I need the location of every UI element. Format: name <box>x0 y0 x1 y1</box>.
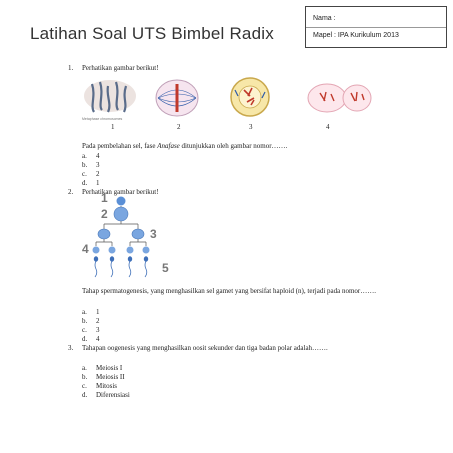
figure-2-label: 2 <box>177 123 181 131</box>
option-letter: c. <box>82 170 87 178</box>
figure-caption: Metaphase chromosomes <box>82 117 123 121</box>
option-text: Diferensiasi <box>96 391 130 399</box>
question-1-prompt: Perhatikan gambar berikut! <box>82 64 159 72</box>
secondary-spermatocyte-cells <box>97 228 145 240</box>
option-letter: a. <box>82 308 87 316</box>
option-text: Meiosis I <box>96 364 123 372</box>
spermatogenesis-figure <box>92 196 150 278</box>
spermatid-cells <box>92 246 150 254</box>
sperm-cells <box>93 256 149 278</box>
question-1-stem-text-end: ditunjukkan oleh gambar nomor……. <box>179 142 288 150</box>
option-text: 3 <box>96 161 100 169</box>
question-1-stem-italic: Anafase <box>157 142 180 150</box>
info-box-divider <box>306 27 446 28</box>
option-letter: b. <box>82 161 88 169</box>
telophase-cells-image <box>307 83 372 113</box>
option-letter: a. <box>82 364 87 372</box>
option-letter: d. <box>82 335 88 343</box>
option-letter: a. <box>82 152 87 160</box>
option-letter: c. <box>82 326 87 334</box>
option-text: 2 <box>96 317 100 325</box>
option-letter: b. <box>82 317 88 325</box>
question-2-prompt: Perhatikan gambar berikut! <box>82 188 159 196</box>
option-letter: d. <box>82 179 88 187</box>
cell-division-figure: Metaphase chromosomes <box>82 77 372 121</box>
option-text: 1 <box>96 308 100 316</box>
option-text: Meiosis II <box>96 373 125 381</box>
question-3-number: 3. <box>68 344 74 352</box>
option-text: Mitosis <box>96 382 118 390</box>
question-3-stem: Tahapan oogenesis yang menghasilkan oosi… <box>82 344 328 352</box>
question-2-stem: Tahap spermatogenesis, yang menghasilkan… <box>82 287 377 295</box>
option-text: 2 <box>96 170 100 178</box>
question-2-number: 2. <box>68 188 74 196</box>
metaphase-cell-image <box>155 79 199 117</box>
stage-3-label: 3 <box>150 227 157 241</box>
figure-3-label: 3 <box>249 123 253 131</box>
question-1-stem: Pada pembelahan sel, fase Anafase ditunj… <box>82 142 287 151</box>
option-text: 3 <box>96 326 100 334</box>
spermatogonium-cell <box>116 196 126 206</box>
option-letter: b. <box>82 373 88 381</box>
subject-field-label: Mapel : IPA Kurikulum 2013 <box>313 32 399 39</box>
option-text: 4 <box>96 152 100 160</box>
question-1-stem-text: Pada pembelahan sel, fase <box>82 142 158 150</box>
stage-1-label: 1 <box>101 191 108 205</box>
stage-4-label: 4 <box>82 242 89 256</box>
stage-2-label: 2 <box>101 207 108 221</box>
info-box: Nama : Mapel : IPA Kurikulum 2013 <box>305 6 447 48</box>
name-field-label: Nama : <box>313 15 336 22</box>
primary-spermatocyte-cell <box>113 206 129 222</box>
figure-1-label: 1 <box>111 123 115 131</box>
chromosomes-image <box>84 80 136 113</box>
option-text: 4 <box>96 335 100 343</box>
page-title: Latihan Soal UTS Bimbel Radix <box>30 24 274 43</box>
option-letter: c. <box>82 382 87 390</box>
stage-5-label: 5 <box>162 261 169 275</box>
option-letter: d. <box>82 391 88 399</box>
prophase-cell-image <box>230 77 270 117</box>
option-text: 1 <box>96 179 100 187</box>
question-1-number: 1. <box>68 64 74 72</box>
figure-4-label: 4 <box>326 123 330 131</box>
